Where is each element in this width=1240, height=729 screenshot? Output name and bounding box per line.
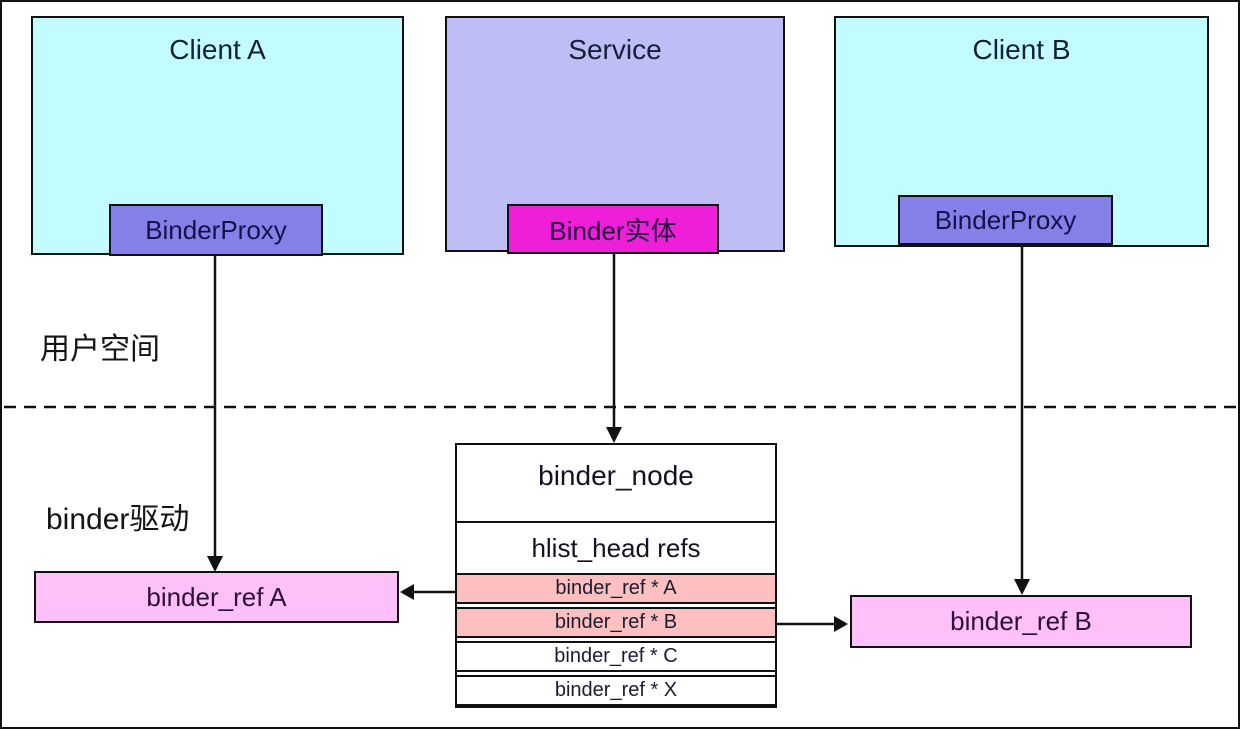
table-row-binder-ref-a: binder_ref * A (455, 573, 777, 604)
client-b-binderproxy-label: BinderProxy (934, 204, 1077, 235)
client-a-binderproxy-label: BinderProxy (145, 214, 287, 245)
binder-ref-a-label: binder_ref A (146, 581, 287, 612)
client-a-binderproxy-box: BinderProxy (109, 204, 323, 256)
arrowhead-left-icon (400, 584, 414, 600)
arrowhead-down-icon (207, 556, 223, 572)
binder-node-title: binder_node (457, 445, 775, 523)
service-title: Service (568, 34, 662, 65)
binder-ref-a-box: binder_ref A (34, 571, 399, 623)
table-row-binder-ref-b: binder_ref * B (455, 607, 777, 638)
user-space-label: 用户空间 (40, 333, 160, 366)
arrowhead-down-icon (1014, 579, 1030, 595)
client-a-title: Client A (169, 34, 266, 65)
service-binder-entity-box: Binder实体 (507, 204, 719, 254)
table-row-binder-ref-c: binder_ref * C (455, 641, 777, 672)
binder-ref-b-box: binder_ref B (850, 595, 1192, 648)
arrowhead-down-icon (606, 427, 622, 443)
service-binder-entity-label: Binder实体 (549, 215, 677, 246)
binder-node-table: binder_node hlist_head refs binder_ref *… (455, 443, 777, 708)
binder-driver-label: binder驱动 (46, 503, 190, 536)
arrowhead-right-icon (834, 616, 848, 632)
client-b-binderproxy-box: BinderProxy (898, 195, 1113, 245)
table-row-binder-ref-x: binder_ref * X (455, 675, 777, 706)
binder-ref-b-label: binder_ref B (950, 606, 1092, 636)
hlist-head-refs-cell: hlist_head refs (531, 532, 701, 563)
client-b-title: Client B (972, 34, 1071, 65)
